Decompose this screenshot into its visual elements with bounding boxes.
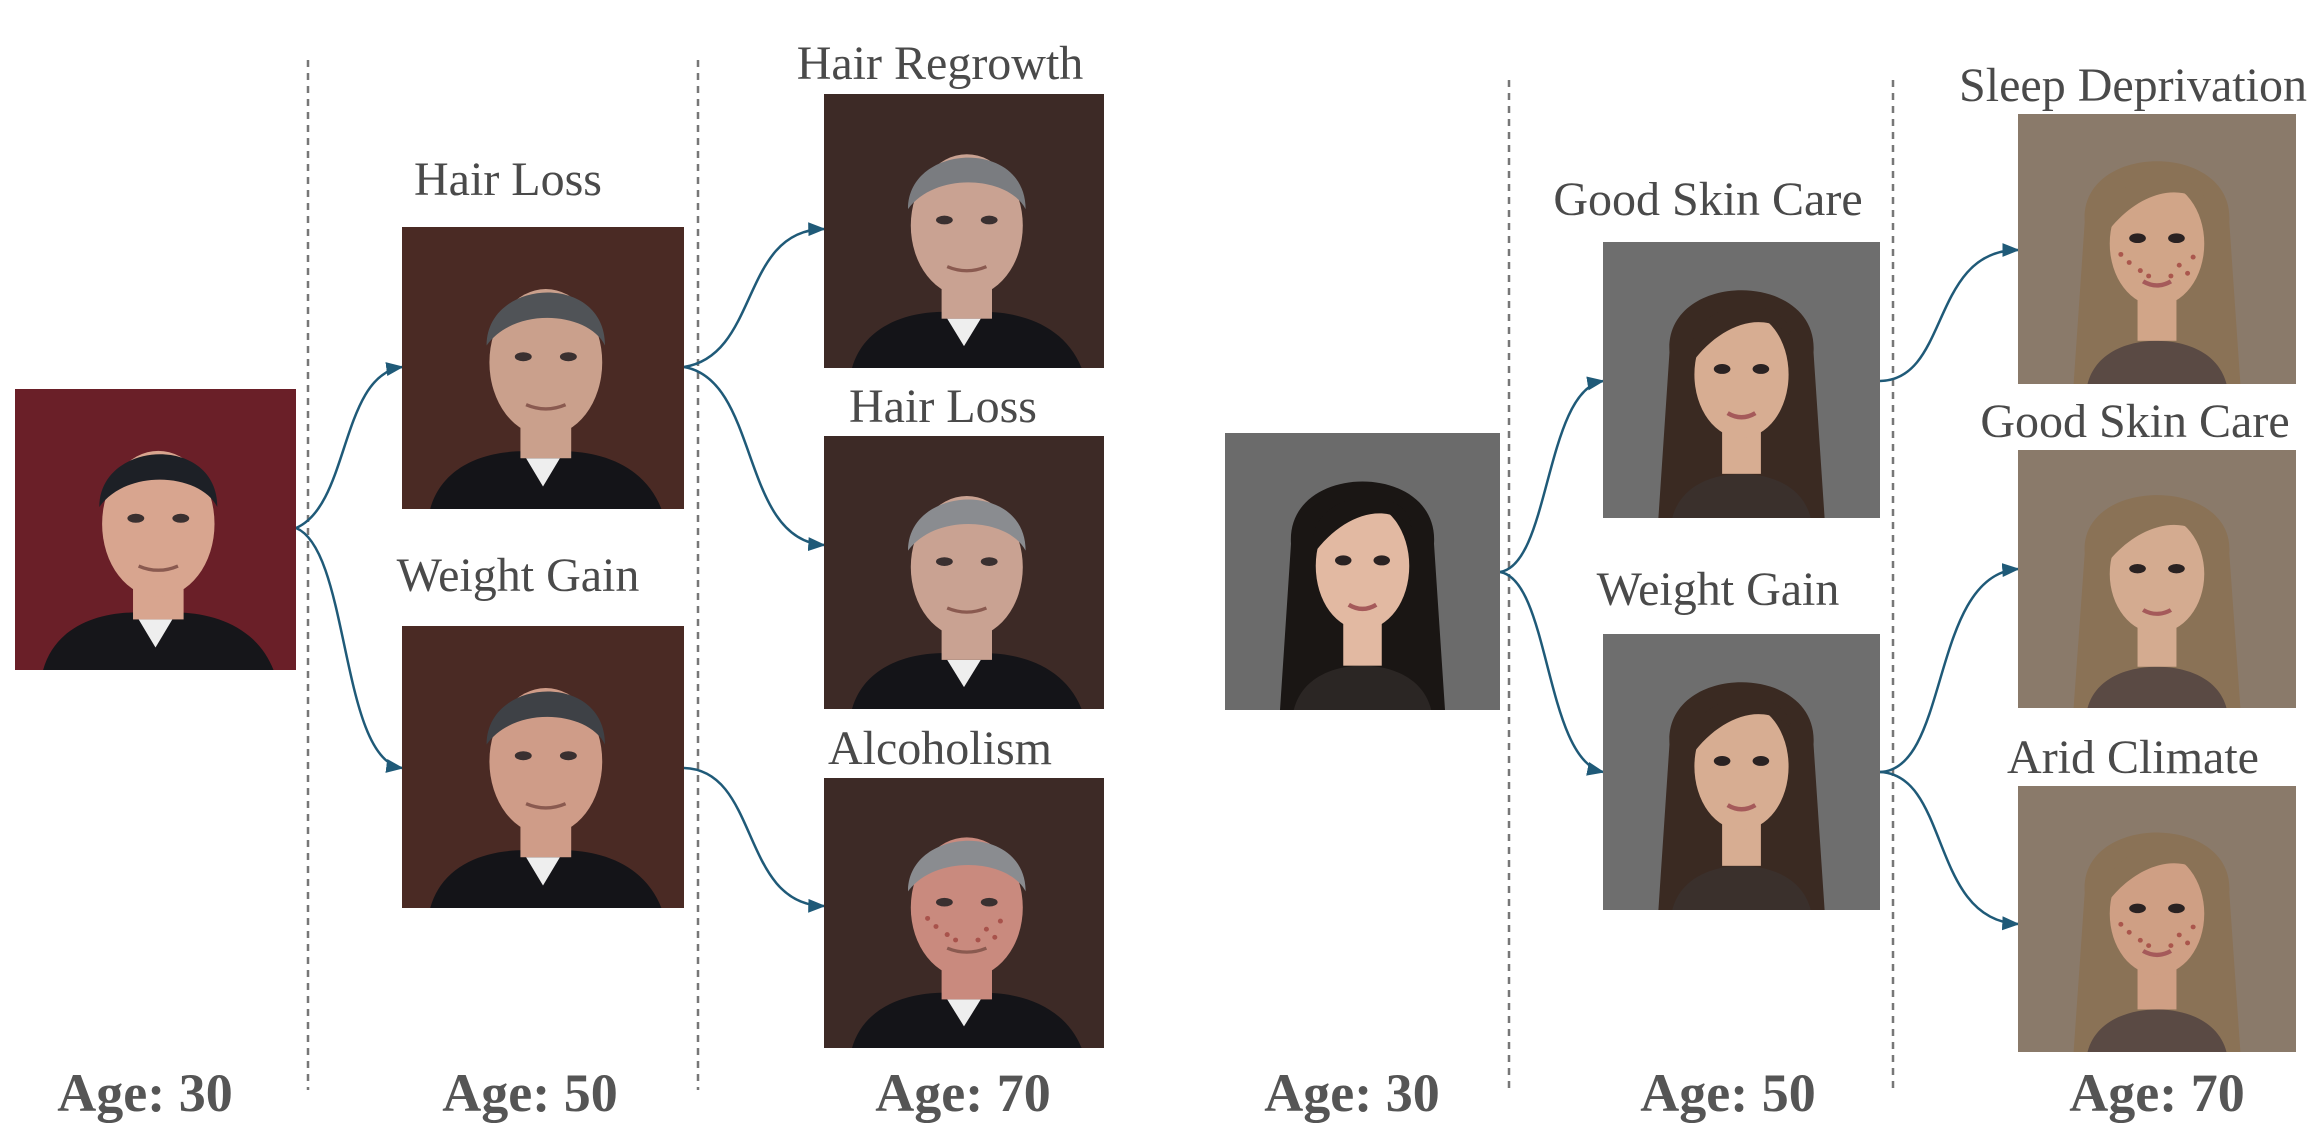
photo-woman-age-50-weight-gain	[1603, 634, 1880, 910]
age-label: Age: 30	[1264, 1063, 1440, 1123]
photo-woman-age-70-good-skin-care	[2018, 450, 2296, 708]
label-hair-loss: Hair Loss	[414, 153, 602, 206]
label-hair-regrowth: Hair Regrowth	[796, 37, 1084, 90]
age-label: Age: 70	[2069, 1063, 2245, 1123]
arrow	[1879, 563, 2020, 774]
photo-man-age-50-hair-loss	[402, 227, 684, 509]
age-label: Age: 30	[57, 1063, 233, 1123]
label-sleep-deprivation: Sleep Deprivation	[1959, 59, 2307, 112]
label-weight-gain: Weight Gain	[396, 549, 640, 602]
photo-woman-age-70-sleep-deprivation	[2018, 114, 2296, 384]
photo-man-age-30	[15, 389, 296, 670]
photo-man-age-50-weight-gain	[402, 626, 684, 908]
label-alcoholism: Alcoholism	[828, 722, 1052, 775]
age-label: Age: 50	[442, 1063, 618, 1123]
photo-woman-age-30	[1225, 433, 1500, 710]
arrow	[683, 222, 826, 369]
photo-woman-age-50-good-skin-care	[1603, 242, 1880, 518]
photo-man-age-70-hair-regrowth	[824, 94, 1104, 368]
arrow	[1499, 570, 1605, 776]
label-good-skin-care: Good Skin Care	[1553, 173, 1863, 226]
arrow	[1879, 770, 2020, 931]
age-label: Age: 70	[875, 1063, 1051, 1123]
photo-man-age-70-hair-loss	[824, 436, 1104, 709]
photo-woman-age-70-arid-climate	[2018, 786, 2296, 1052]
label-hair-loss: Hair Loss	[849, 380, 1037, 433]
age-label: Age: 50	[1640, 1063, 1816, 1123]
label-weight-gain: Weight Gain	[1596, 563, 1840, 616]
arrow	[1499, 376, 1605, 574]
label-good-skin-care: Good Skin Care	[1980, 395, 2290, 448]
arrow	[1879, 243, 2020, 383]
photo-man-age-70-alcoholism	[824, 778, 1104, 1048]
arrow	[295, 526, 404, 773]
label-arid-climate: Arid Climate	[2007, 731, 2259, 784]
arrow	[683, 766, 826, 913]
arrow	[683, 365, 826, 552]
arrow	[295, 362, 404, 530]
